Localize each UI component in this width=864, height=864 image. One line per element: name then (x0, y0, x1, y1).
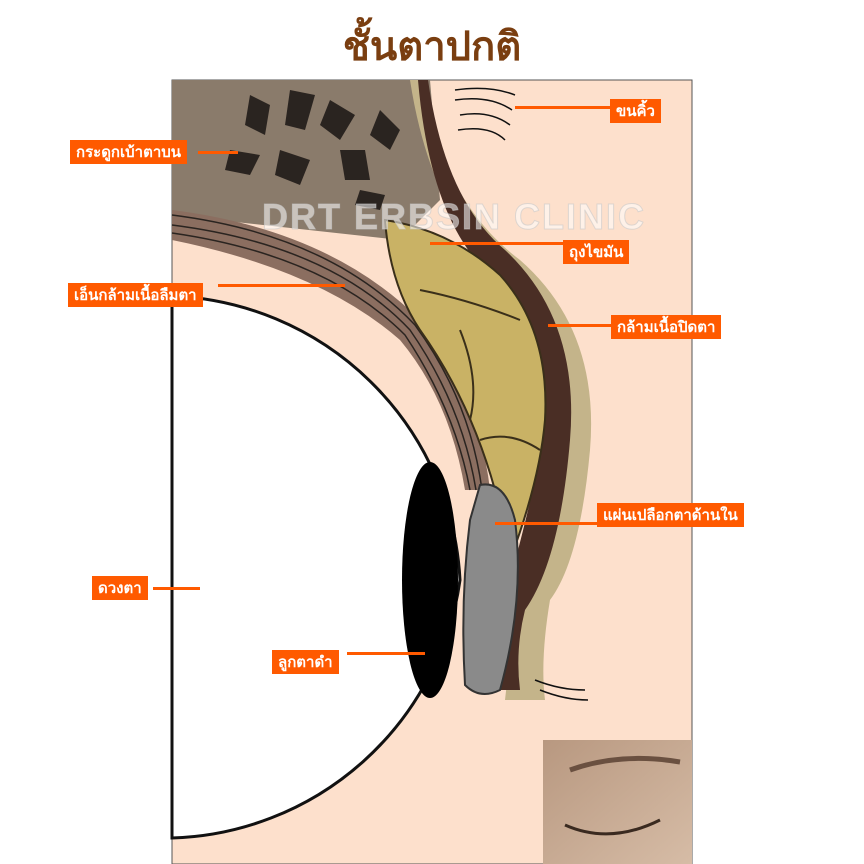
label-orbital-bone: กระดูกเบ้าตาบน (70, 140, 188, 164)
leader-line (515, 106, 610, 109)
leader-line (347, 652, 425, 655)
label-eyeball: ดวงตา (92, 576, 148, 600)
label-fat-pad: ถุงไขมัน (563, 240, 630, 264)
label-tarsal-plate: แผ่นเปลือกตาด้านใน (597, 503, 744, 527)
leader-line (548, 324, 611, 327)
eye-photo (543, 740, 692, 864)
fat-pad (383, 218, 547, 564)
watermark: DRT ERBSIN CLINIC (262, 196, 646, 238)
label-levator-tendon: เอ็นกล้ามเนื้อลืมตา (68, 283, 203, 307)
label-orbicularis: กล้ามเนื้อปิดตา (611, 315, 722, 339)
leader-line (198, 151, 238, 154)
label-eyebrow: ขนคิ้ว (610, 99, 661, 123)
leader-line (430, 242, 563, 245)
leader-line (495, 522, 597, 525)
eyebrow-hairs (454, 87, 589, 701)
bone-texture (225, 90, 400, 210)
label-iris: ลูกตาดำ (272, 650, 339, 674)
page-title: ชั้นตาปกติ (342, 24, 522, 70)
leader-line (153, 587, 200, 590)
orbicularis-muscle (418, 80, 572, 690)
eyeball (170, 294, 462, 840)
iris (402, 462, 458, 698)
tarsal-plate (462, 483, 519, 695)
leader-line (218, 284, 345, 287)
